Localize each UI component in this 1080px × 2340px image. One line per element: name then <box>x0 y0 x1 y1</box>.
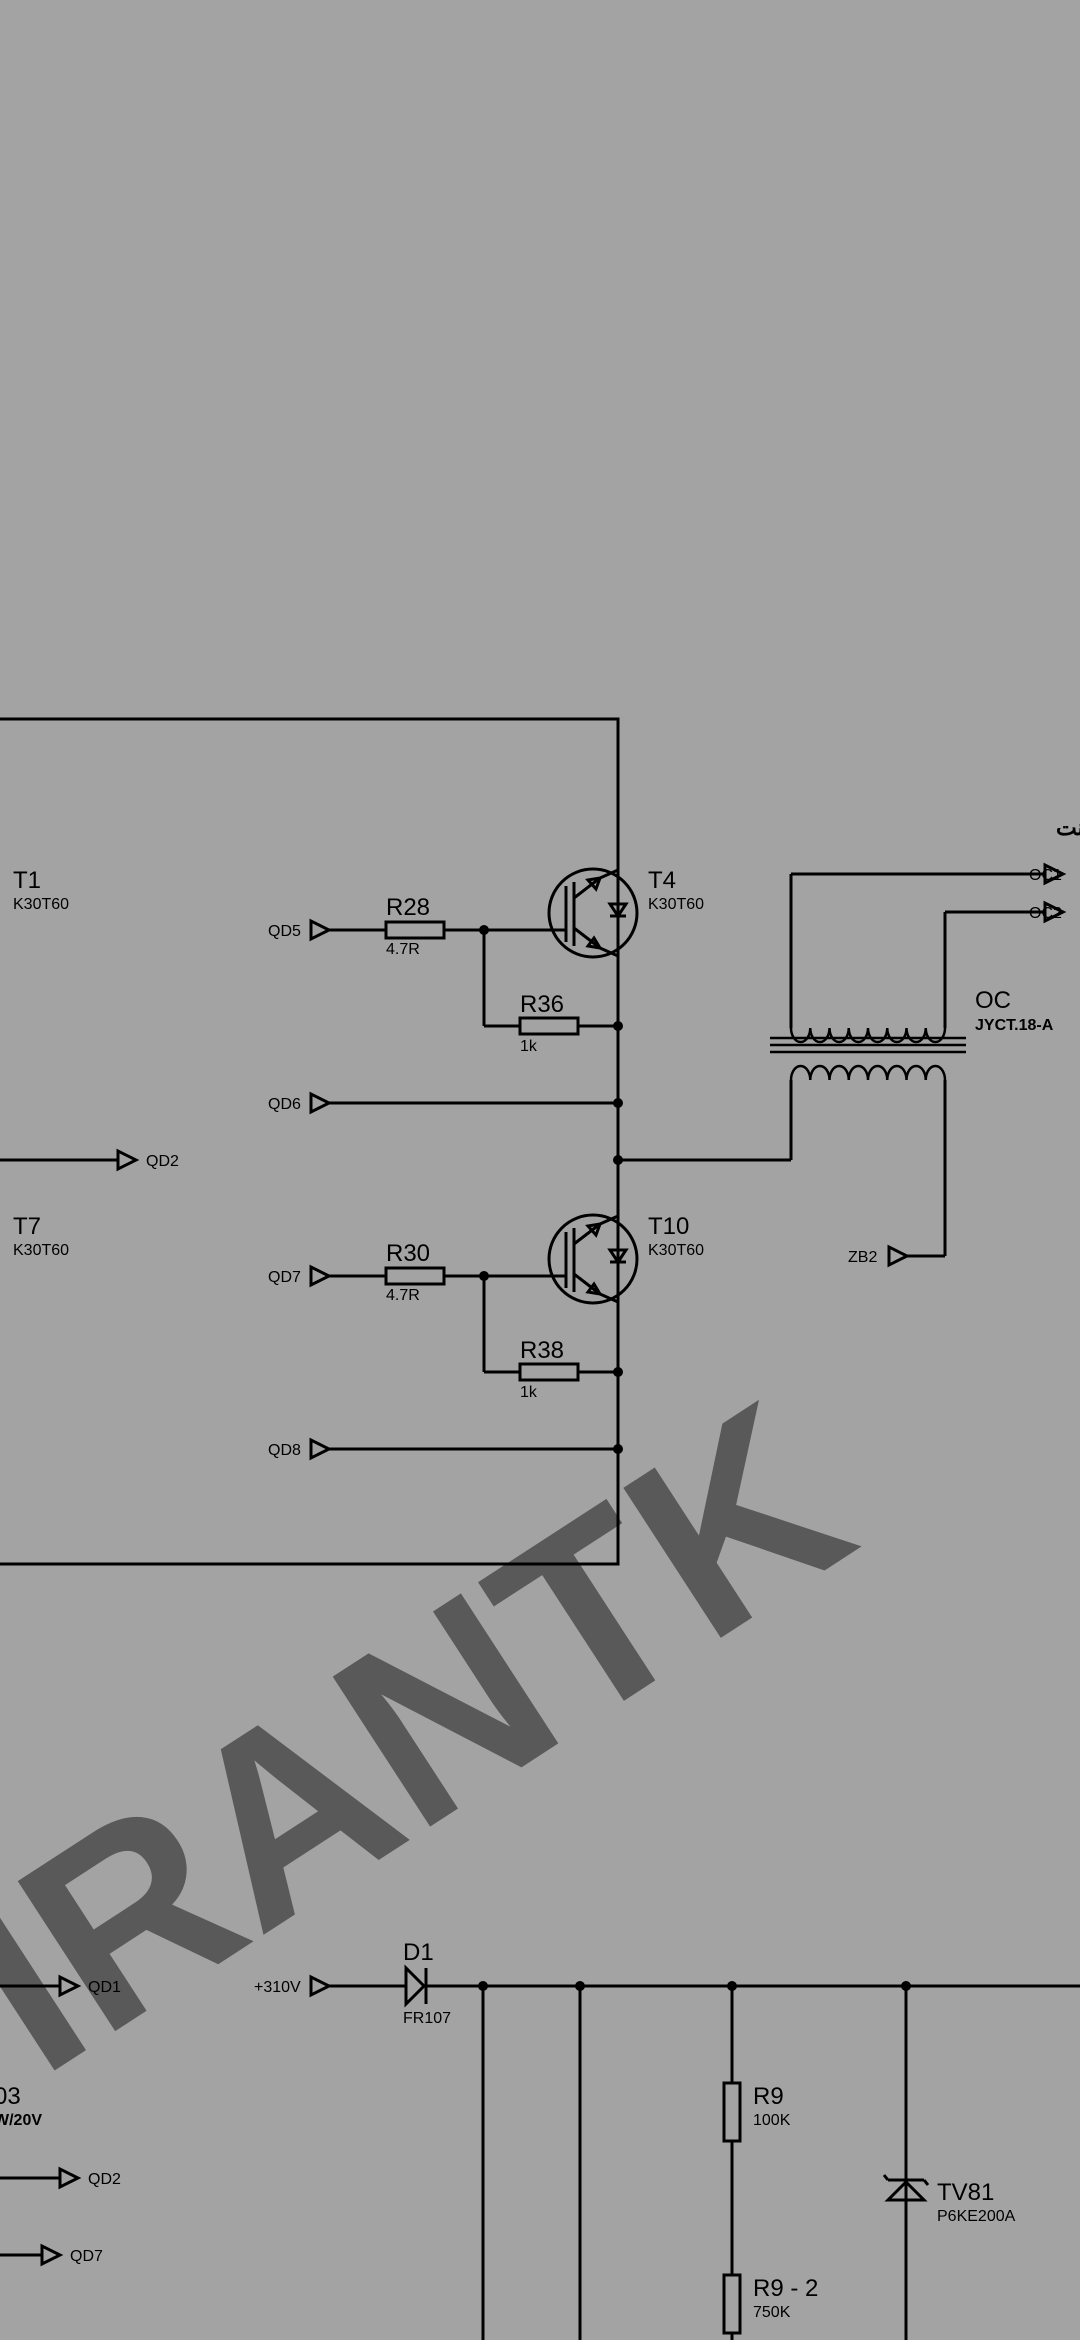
r9-ref: R9 <box>753 2083 784 2110</box>
port-qd8: QD8 <box>268 1437 618 1461</box>
port-oc2: OC2 <box>1029 900 1067 924</box>
r38-value: 1k <box>520 1384 538 1401</box>
tv81-part: P6KE200A <box>937 2208 1016 2225</box>
transistor-t10: T10 K30T60 <box>547 1213 704 1305</box>
port-oc2-label: OC2 <box>1029 905 1062 922</box>
port-oc1-label: OC1 <box>1029 867 1062 884</box>
t10-ref: T10 <box>648 1213 689 1240</box>
t4-ref: T4 <box>648 867 676 894</box>
upper-bridge-frame <box>0 717 620 1566</box>
resistor-r36: R36 1k <box>518 991 618 1055</box>
d1-part: FR107 <box>403 2010 451 2027</box>
qd1-bottom-label: QD1 <box>88 1979 121 1996</box>
qd2-bottom-label: QD2 <box>88 2171 121 2188</box>
v310-label: +310V <box>254 1979 301 1996</box>
resistor-r38: R38 1k <box>518 1337 618 1401</box>
port-qd7-label: QD7 <box>268 1269 301 1286</box>
t7-ref: T7 <box>13 1213 41 1240</box>
r28-value: 4.7R <box>386 941 420 958</box>
r36-value: 1k <box>520 1038 538 1055</box>
oc-ref: OC <box>975 987 1011 1014</box>
t4-part: K30T60 <box>648 896 704 913</box>
oc-part: JYCT.18-A <box>975 1017 1054 1034</box>
port-qd2-bottom: QD2 <box>0 2166 121 2190</box>
port-qd2-label: QD2 <box>146 1153 179 1170</box>
diode-d1: D1 FR107 <box>403 1939 1080 2027</box>
transformer-oc: OC JYCT.18-A <box>770 872 1054 1258</box>
transistor-t4: T4 K30T60 <box>547 867 704 959</box>
ct-title: سي تي اضافه جريان يا اور كارنت <box>1056 815 1080 841</box>
t1-ref: T1 <box>13 867 41 894</box>
r9-2-value: 750K <box>753 2304 791 2321</box>
qd7-bottom-label: QD7 <box>70 2248 103 2265</box>
r36-ref: R36 <box>520 991 564 1018</box>
resistor-r28: R28 4.7R <box>384 894 484 958</box>
tv81-ref: TV81 <box>937 2179 994 2206</box>
t7-part: K30T60 <box>13 1242 69 1259</box>
tvs-diode-tv81: TV81 P6KE200A <box>882 1986 1016 2340</box>
port-qd8-label: QD8 <box>268 1442 301 1459</box>
port-zb2: ZB2 <box>848 1244 911 1268</box>
d1-ref: D1 <box>403 1939 434 1966</box>
port-zb2-label: ZB2 <box>848 1249 877 1266</box>
transistor-t1-partial: T1 K30T60 <box>0 867 69 932</box>
port-qd5: QD5 <box>268 918 386 942</box>
t1-part: K30T60 <box>13 896 69 913</box>
port-qd6: QD6 <box>268 1091 618 1115</box>
resistor-r9: R9 100K <box>722 1986 791 2275</box>
t10-part: K30T60 <box>648 1242 704 1259</box>
transistor-t7-partial: T7 K30T60 <box>0 1213 69 1278</box>
port-qd7: QD7 <box>268 1264 386 1288</box>
r38-ref: R38 <box>520 1337 564 1364</box>
resistor-r30: R30 4.7R <box>384 1240 484 1304</box>
port-qd5-label: QD5 <box>268 923 301 940</box>
r9-value: 100K <box>753 2112 791 2129</box>
r30-ref: R30 <box>386 1240 430 1267</box>
resistor-r9-2: R9 - 2 750K <box>722 2273 818 2340</box>
port-qd2: QD2 <box>0 1148 179 1172</box>
r28-ref: R28 <box>386 894 430 921</box>
port-qd1-bottom: QD1 <box>0 1974 121 1998</box>
port-310v: +310V <box>254 1974 406 1998</box>
port-qd6-label: QD6 <box>268 1096 301 1113</box>
partial-d3: 03 W/20V <box>0 2083 42 2129</box>
d3-part: W/20V <box>0 2112 42 2129</box>
r9-2-ref: R9 - 2 <box>753 2275 818 2302</box>
port-qd7-bottom: QD7 <box>0 2243 103 2267</box>
d3-ref: 03 <box>0 2083 21 2110</box>
port-oc1: OC1 <box>1029 862 1067 886</box>
r30-value: 4.7R <box>386 1287 420 1304</box>
